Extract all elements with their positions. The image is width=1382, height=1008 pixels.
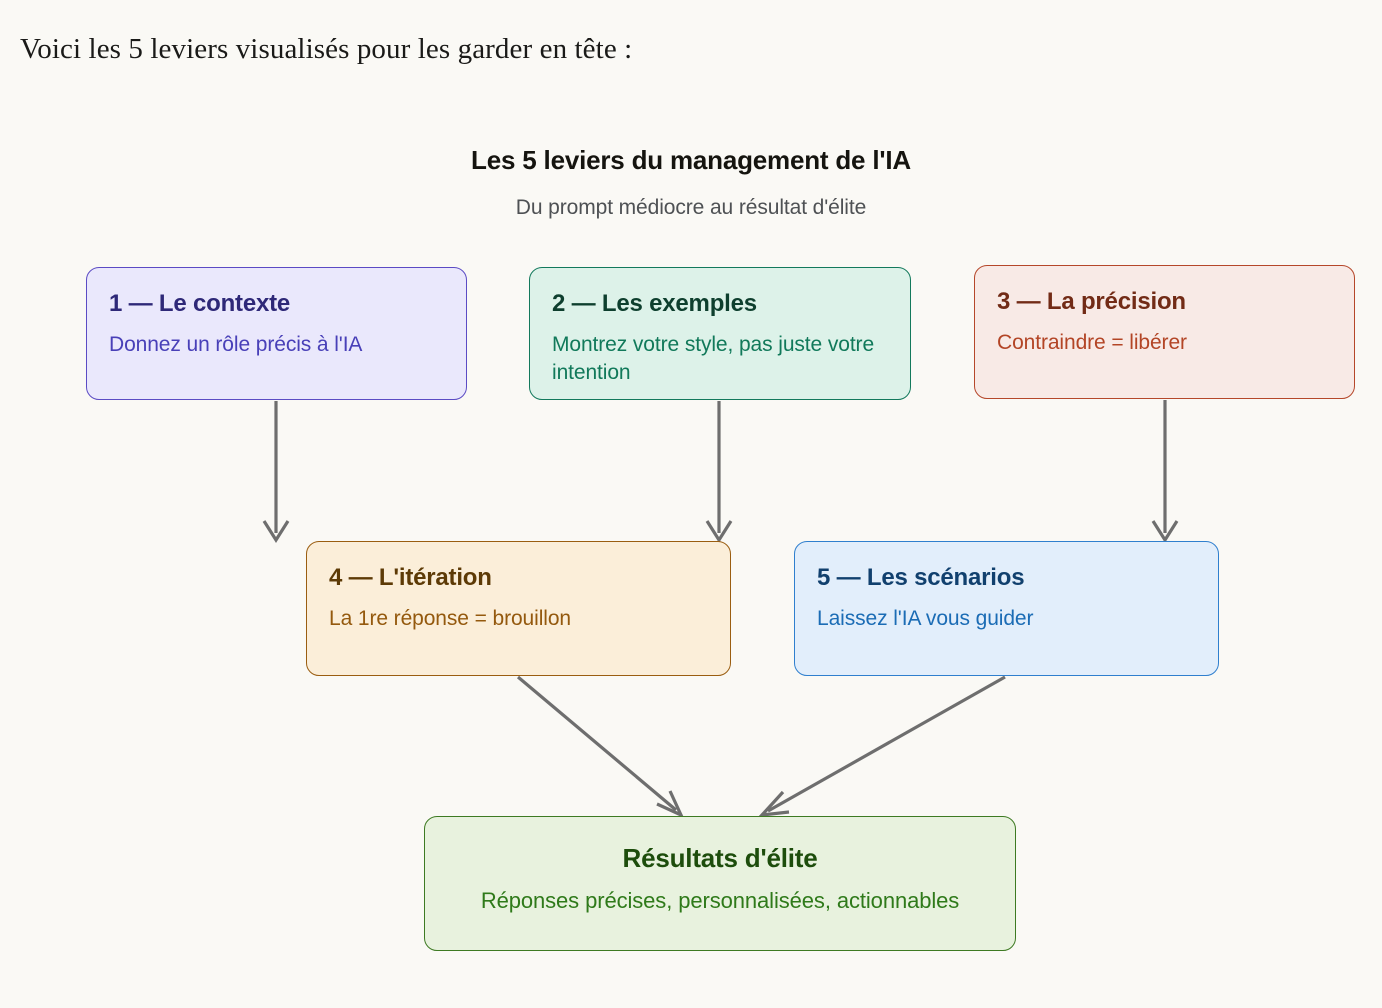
node-2-subtitle: Montrez votre style, pas juste votre int…: [552, 333, 875, 384]
arrowhead-node5-to-result: [757, 790, 790, 818]
node-4-l-iteration[interactable]: 4 — L'itération La 1re réponse = brouill…: [306, 541, 731, 676]
intro-paragraph: Voici les 5 leviers visualisés pour les …: [20, 33, 633, 65]
node-5-title: 5 — Les scénarios: [817, 564, 1025, 591]
node-5-les-scenarios[interactable]: 5 — Les scénarios Laissez l'IA vous guid…: [794, 541, 1219, 676]
node-3-la-precision[interactable]: 3 — La précision Contraindre = libérer: [974, 265, 1355, 399]
diagram-title: Les 5 leviers du management de l'IA: [471, 145, 911, 175]
node-1-title: 1 — Le contexte: [109, 290, 291, 317]
arrowhead-node2-to-node4: [705, 520, 733, 543]
arrowhead-node3-to-node5: [1151, 520, 1179, 543]
node-1-subtitle: Donnez un rôle précis à l'IA: [109, 333, 363, 356]
node-2-title: 2 — Les exemples: [552, 290, 757, 317]
result-title: Résultats d'élite: [622, 843, 818, 873]
node-4-subtitle: La 1re réponse = brouillon: [329, 607, 571, 630]
node-resultats-d-elite[interactable]: Résultats d'élite Réponses précises, per…: [424, 816, 1016, 951]
diagram-subtitle: Du prompt médiocre au résultat d'élite: [515, 196, 867, 219]
arrowhead-node1-to-node4: [262, 520, 290, 543]
result-subtitle: Réponses précises, personnalisées, actio…: [480, 888, 960, 913]
node-4-title: 4 — L'itération: [329, 564, 492, 591]
arrow-node4-to-result: [516, 675, 678, 812]
node-2-les-exemples[interactable]: 2 — Les exemples Montrez votre style, pa…: [529, 267, 911, 400]
node-3-subtitle: Contraindre = libérer: [997, 331, 1187, 354]
node-1-le-contexte[interactable]: 1 — Le contexte Donnez un rôle précis à …: [86, 267, 467, 400]
node-3-title: 3 — La précision: [997, 288, 1186, 315]
arrow-node5-to-result: [767, 675, 1006, 813]
node-5-subtitle: Laissez l'IA vous guider: [817, 607, 1034, 630]
arrowhead-node4-to-result: [656, 790, 685, 819]
